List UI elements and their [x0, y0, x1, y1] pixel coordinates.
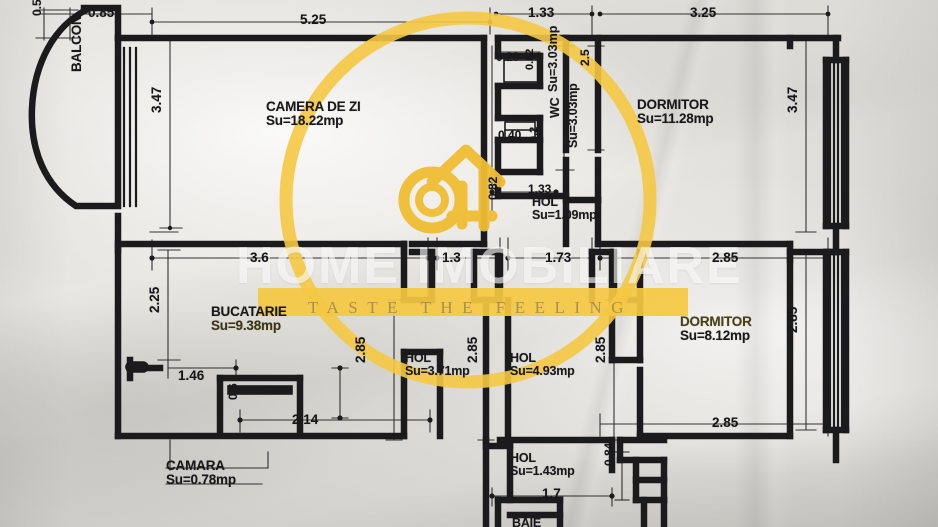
room-label-hol-3: HOL Su=4.93mp: [510, 352, 575, 378]
dim-small-1-7: 1.7: [542, 486, 561, 501]
room-area-hol-4: Su=1.43mp: [510, 464, 575, 478]
dim-bottom-1-46: 1.46: [178, 368, 205, 383]
room-label-hol-2: HOL Su=3.71mp: [405, 352, 470, 378]
room-area-hol-2: Su=3.71mp: [405, 364, 470, 378]
room-name-hol-3: HOL: [510, 351, 536, 365]
room-name-dormitor-2: DORMITOR: [680, 314, 752, 329]
dim-bottom-2-85: 2.85: [712, 415, 739, 430]
dim-small-0-2: 0.2: [528, 126, 540, 142]
room-name-baie: BAIE: [512, 516, 542, 527]
dim-wc-area-rotated: Su=3.03mp: [546, 25, 560, 92]
dim-right-3-47: 3.47: [785, 86, 800, 113]
room-label-bucatarie: BUCATARIE Su=9.38mp: [211, 305, 287, 333]
room-area-hol-1: Su=1.09mp: [532, 208, 597, 222]
room-name-hol-1: HOL: [532, 195, 558, 209]
room-name-balcon: BALCON: [69, 15, 84, 72]
room-area-bucatarie: Su=9.38mp: [211, 318, 281, 333]
dim-mid-1-3: 1.3: [442, 250, 461, 265]
dim-small-2-5: 2.5: [578, 49, 592, 66]
dim-top-0-85: 0.85: [88, 5, 115, 20]
dim-left-3-47: 3.47: [149, 86, 164, 113]
dim-top-5-25: 5.25: [300, 12, 327, 27]
room-label-dormitor-1: DORMITOR Su=11.28mp: [637, 97, 714, 126]
dim-left-0-55: 0.55: [30, 0, 44, 16]
dim-mid-v-2-85-b: 2.85: [465, 336, 480, 363]
room-name-dormitor-1: DORMITOR: [637, 97, 709, 112]
room-area-dormitor-1: Su=11.28mp: [637, 111, 714, 126]
room-name-camera-de-zi: CAMERA DE ZI: [266, 99, 361, 114]
dim-small-0-6: 0.6: [226, 383, 240, 400]
dim-small-0-84: 0.84: [602, 442, 616, 466]
dim-mid-v-2-85-c: 2.85: [593, 336, 608, 363]
dim-top-1-33: 1.33: [528, 5, 555, 20]
room-area-wc: Su=3.03mp: [566, 83, 580, 148]
dim-right-2-85: 2.85: [785, 306, 800, 333]
room-area-dormitor-2: Su=8.12mp: [680, 328, 750, 343]
room-area-camara: Su=0.78mp: [166, 472, 236, 487]
room-label-hol-4: HOL Su=1.43mp: [510, 452, 575, 478]
room-name-hol-2: HOL: [405, 351, 431, 365]
room-area-hol-3: Su=4.93mp: [510, 364, 575, 378]
dim-mid-3-6: 3.6: [250, 250, 269, 265]
dim-left-2-25: 2.25: [147, 286, 162, 313]
room-area-camera-de-zi: Su=18.22mp: [266, 113, 344, 128]
room-label-camera-de-zi: CAMERA DE ZI Su=18.22mp: [266, 100, 361, 128]
room-label-camara: CAMARA Su=0.78mp: [166, 459, 236, 487]
dim-small-1-33b: 1.33: [528, 182, 552, 196]
room-name-hol-4: HOL: [510, 451, 536, 465]
dim-small-0-62: 0.62: [524, 48, 536, 70]
dim-top-3-25: 3.25: [690, 5, 717, 20]
dim-small-0-29: 0.29: [496, 50, 520, 64]
room-label-balcon: BALCON: [69, 15, 84, 72]
dim-mid-2-85: 2.85: [712, 250, 739, 265]
dim-small-0-40: 0.40: [498, 128, 522, 142]
dim-bottom-2-14: 2.14: [292, 412, 319, 427]
room-label-dormitor-2: DORMITOR Su=8.12mp: [680, 315, 752, 343]
dim-mid-1-73: 1.73: [545, 250, 572, 265]
room-label-baie: BAIE: [512, 516, 541, 527]
room-label-hol-1: HOL Su=1.09mp: [532, 196, 597, 222]
room-name-wc: WC: [548, 97, 562, 118]
dim-small-0-82: 0.82: [486, 176, 500, 200]
room-name-camara: CAMARA: [166, 458, 225, 473]
room-name-bucatarie: BUCATARIE: [211, 304, 287, 319]
dim-mid-v-2-85-a: 2.85: [353, 336, 368, 363]
